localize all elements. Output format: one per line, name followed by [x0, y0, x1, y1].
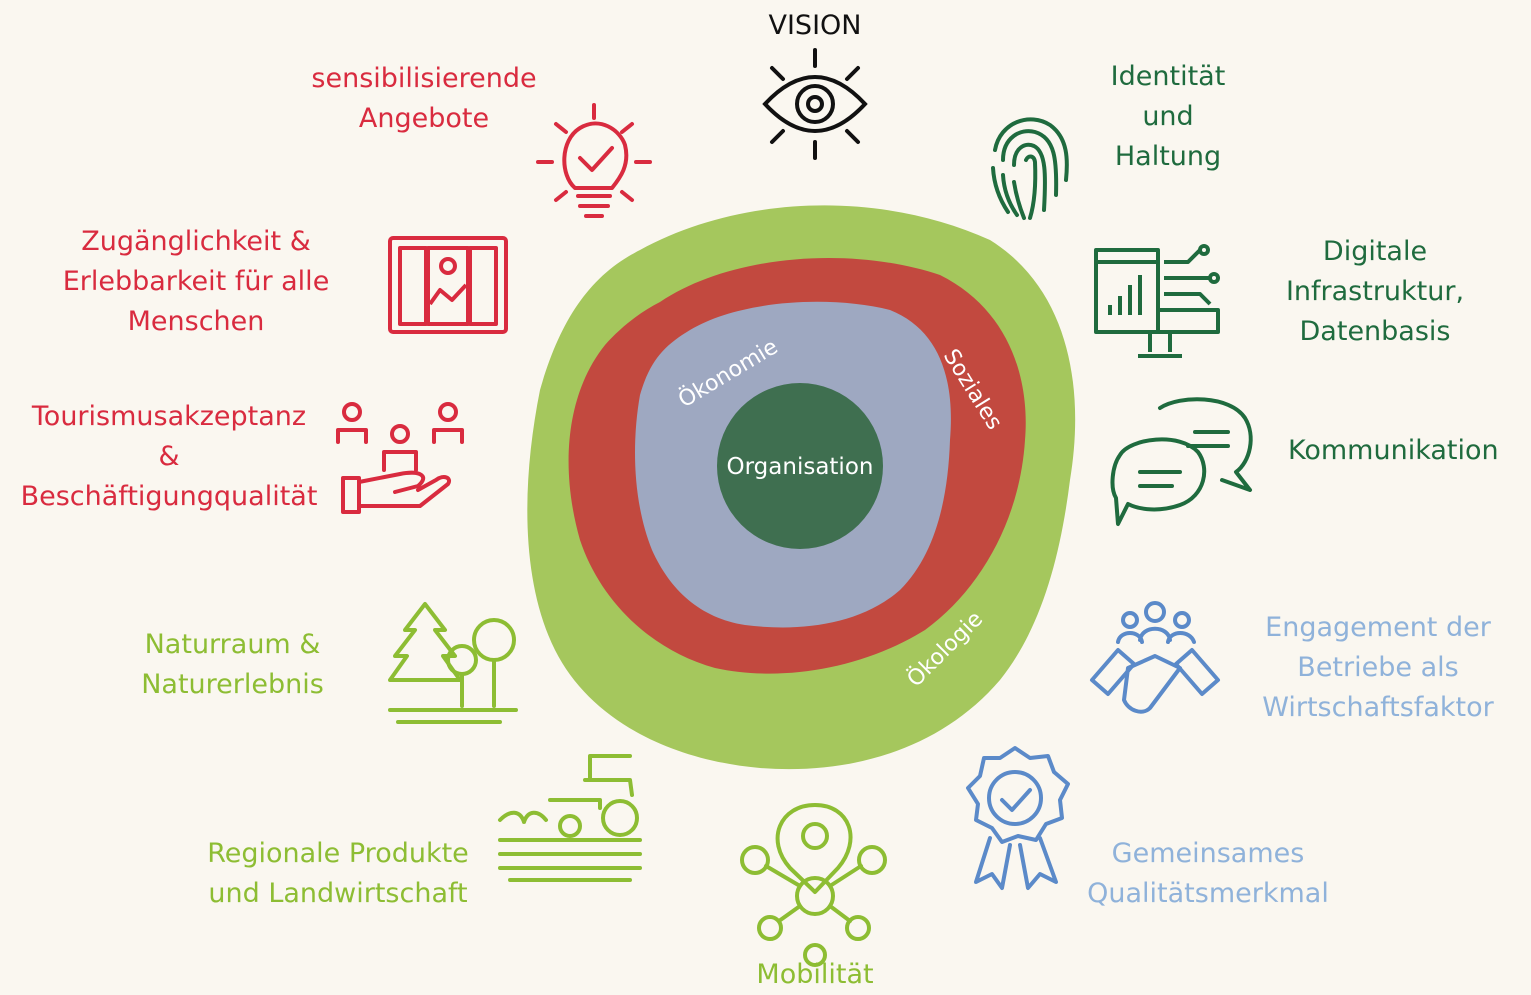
mobility-network-icon: [740, 803, 887, 967]
label-gemeinsames-qualitaetsmerkmal: Gemeinsames Qualitätsmerkmal: [1087, 838, 1329, 909]
quality-badge-icon: [966, 746, 1070, 890]
label-regionale-produkte: Regionale Produkte und Landwirtschaft: [207, 838, 469, 909]
eye-icon: [762, 48, 868, 160]
label-mobilitaet: Mobilität: [756, 959, 874, 990]
label-zugaenglichkeit: Zugänglichkeit & Erlebbarkeit für alle M…: [62, 226, 330, 337]
people-hand-icon: [336, 402, 464, 514]
label-identitaet-haltung: Identität und Haltung: [1110, 61, 1226, 172]
window-landscape-icon: [388, 236, 508, 334]
label-kommunikation: Kommunikation: [1288, 435, 1499, 466]
label-digitale-infrastruktur: Digitale Infrastruktur, Datenbasis: [1285, 236, 1465, 347]
label-engagement-betriebe: Engagement der Betriebe als Wirtschaftsf…: [1262, 612, 1494, 723]
nature-trees-icon: [388, 602, 518, 724]
analytics-monitor-icon: [1094, 244, 1220, 358]
core-organisation: [717, 383, 883, 549]
fingerprint-icon: [991, 117, 1069, 220]
vision-label: VISION: [768, 10, 862, 41]
label-tourismusakzeptanz: Tourismusakzeptanz & Beschäftigungqualit…: [20, 401, 318, 512]
core-label: Organisation: [727, 454, 874, 480]
label-naturraum: Naturraum & Naturerlebnis: [141, 629, 324, 700]
handshake-team-icon: [1090, 601, 1220, 714]
tractor-field-icon: [498, 754, 642, 882]
lightbulb-check-icon: [536, 103, 652, 218]
chat-bubbles-icon: [1110, 397, 1253, 526]
label-sensibilisierende-angebote: sensibilisierende Angebote: [311, 63, 537, 134]
